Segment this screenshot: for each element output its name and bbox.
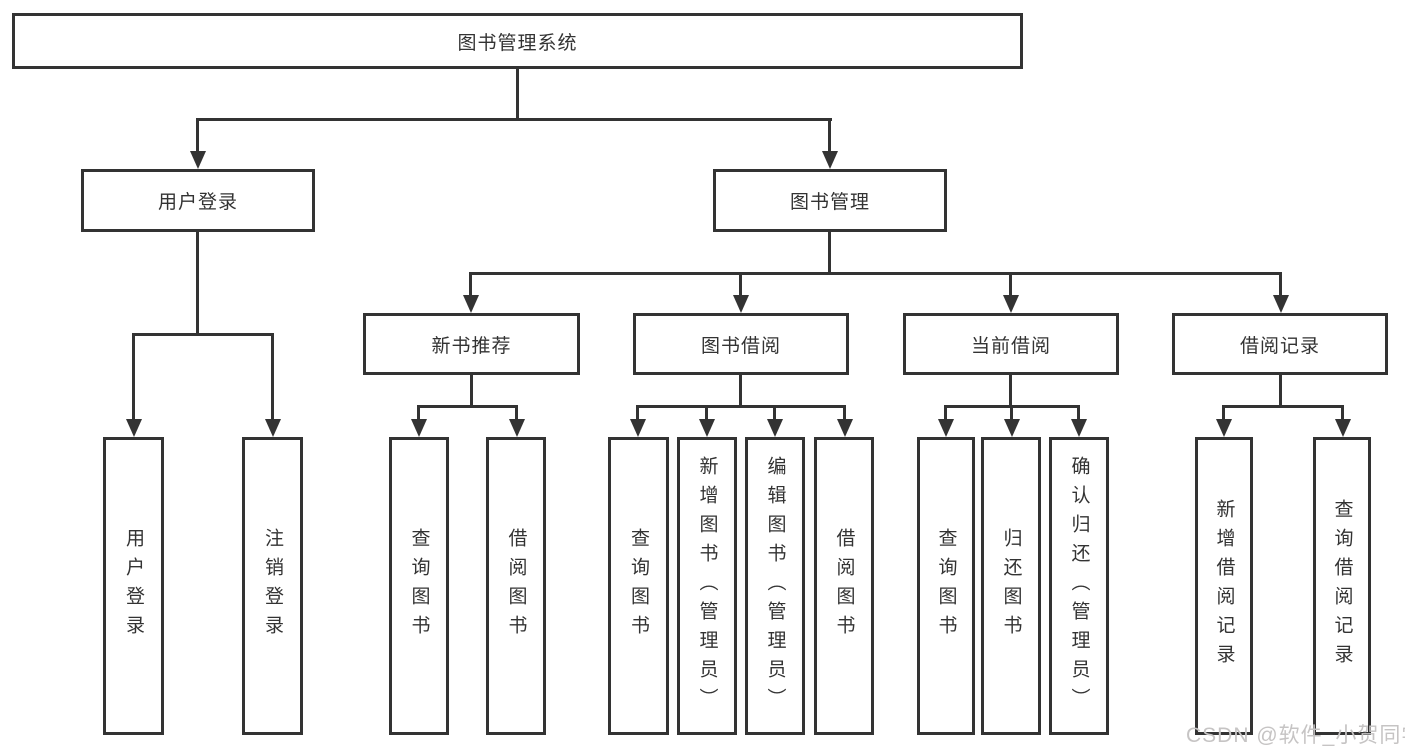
connector-line xyxy=(739,272,742,298)
connector-line xyxy=(773,405,776,422)
node-label: 新书推荐 xyxy=(431,335,512,357)
leaf-borrow-books: 借阅图书 xyxy=(814,437,874,735)
arrow-down-icon xyxy=(411,419,427,437)
node-label: 图书借阅 xyxy=(700,335,781,357)
connector-line xyxy=(1009,272,1012,298)
arrow-down-icon xyxy=(767,419,783,437)
leaf-return-books: 归还图书 xyxy=(981,437,1041,735)
node-root-library-system: 图书管理系统 xyxy=(12,13,1023,69)
node-label: 用户登录 xyxy=(157,192,238,213)
arrow-down-icon xyxy=(190,151,206,169)
node-new-book-recommend: 新书推荐 xyxy=(363,313,580,375)
connector-line xyxy=(196,232,199,335)
connector-line xyxy=(1077,405,1080,422)
connector-line xyxy=(1279,272,1282,298)
arrow-down-icon xyxy=(699,419,715,437)
leaf-query-books-borrow: 查询图书 xyxy=(608,437,669,735)
arrow-down-icon xyxy=(463,295,479,313)
connector-line xyxy=(828,118,831,154)
connector-line xyxy=(739,375,742,408)
node-label: 图书管理系统 xyxy=(457,32,578,54)
connector-line xyxy=(515,405,518,422)
leaf-query-books-current: 查询图书 xyxy=(917,437,975,735)
node-book-borrow: 图书借阅 xyxy=(633,313,849,375)
leaf-label: 确认归还（管理员） xyxy=(1068,455,1090,717)
connector-line xyxy=(636,405,846,408)
connector-line xyxy=(1222,405,1225,422)
connector-line xyxy=(196,118,199,154)
arrow-down-icon xyxy=(1003,295,1019,313)
connector-line xyxy=(469,272,472,298)
connector-line xyxy=(271,333,274,423)
leaf-label: 注销登录 xyxy=(262,528,283,644)
arrow-down-icon xyxy=(630,419,646,437)
leaf-query-borrow-record: 查询借阅记录 xyxy=(1313,437,1371,735)
connector-line xyxy=(469,272,1282,275)
connector-line xyxy=(132,333,135,423)
connector-line xyxy=(470,375,473,408)
arrow-down-icon xyxy=(1273,295,1289,313)
leaf-query-books-recommend: 查询图书 xyxy=(389,437,449,735)
node-label: 当前借阅 xyxy=(970,335,1051,357)
connector-line xyxy=(843,405,846,422)
connector-line xyxy=(1222,405,1344,408)
arrow-down-icon xyxy=(1071,419,1087,437)
leaf-logout: 注销登录 xyxy=(242,437,303,735)
connector-line xyxy=(516,69,519,120)
node-book-management: 图书管理 xyxy=(713,169,947,232)
connector-line xyxy=(132,333,274,336)
connector-line xyxy=(1009,375,1012,408)
node-label: 图书管理 xyxy=(789,192,870,213)
arrow-down-icon xyxy=(938,419,954,437)
leaf-user-login: 用户登录 xyxy=(103,437,164,735)
arrow-down-icon xyxy=(733,295,749,313)
leaf-label: 编辑图书（管理员） xyxy=(764,455,786,717)
leaf-label: 查询图书 xyxy=(628,528,649,644)
node-current-borrow: 当前借阅 xyxy=(903,313,1119,375)
leaf-label: 查询图书 xyxy=(935,528,957,644)
connector-line xyxy=(196,118,832,121)
leaf-label: 用户登录 xyxy=(123,528,144,644)
arrow-down-icon xyxy=(1004,419,1020,437)
connector-line xyxy=(417,405,420,422)
leaf-add-borrow-record: 新增借阅记录 xyxy=(1195,437,1253,735)
leaf-label: 借阅图书 xyxy=(833,528,855,644)
arrow-down-icon xyxy=(126,419,142,437)
connector-line xyxy=(1010,405,1013,422)
connector-line xyxy=(417,405,518,408)
arrow-down-icon xyxy=(1335,419,1351,437)
arrow-down-icon xyxy=(837,419,853,437)
arrow-down-icon xyxy=(1216,419,1232,437)
connector-line xyxy=(636,405,639,422)
arrow-down-icon xyxy=(265,419,281,437)
leaf-label: 归还图书 xyxy=(1000,528,1022,644)
leaf-label: 查询借阅记录 xyxy=(1331,499,1353,673)
node-borrow-records: 借阅记录 xyxy=(1172,313,1388,375)
leaf-label: 新增图书（管理员） xyxy=(696,455,718,717)
leaf-label: 新增借阅记录 xyxy=(1213,499,1235,673)
leaf-add-books-admin: 新增图书（管理员） xyxy=(677,437,737,735)
connector-line xyxy=(1341,405,1344,422)
arrow-down-icon xyxy=(509,419,525,437)
connector-line xyxy=(1279,375,1282,408)
leaf-label: 查询图书 xyxy=(408,528,430,644)
leaf-confirm-return-admin: 确认归还（管理员） xyxy=(1049,437,1109,735)
watermark-text: CSDN @软件_小贺同学 xyxy=(1186,724,1405,747)
node-label: 借阅记录 xyxy=(1239,335,1320,357)
leaf-borrow-books-recommend: 借阅图书 xyxy=(486,437,546,735)
connector-line xyxy=(828,232,831,275)
leaf-label: 借阅图书 xyxy=(505,528,527,644)
connector-line xyxy=(705,405,708,422)
connector-line xyxy=(944,405,947,422)
arrow-down-icon xyxy=(822,151,838,169)
node-user-login: 用户登录 xyxy=(81,169,315,232)
leaf-edit-books-admin: 编辑图书（管理员） xyxy=(745,437,805,735)
